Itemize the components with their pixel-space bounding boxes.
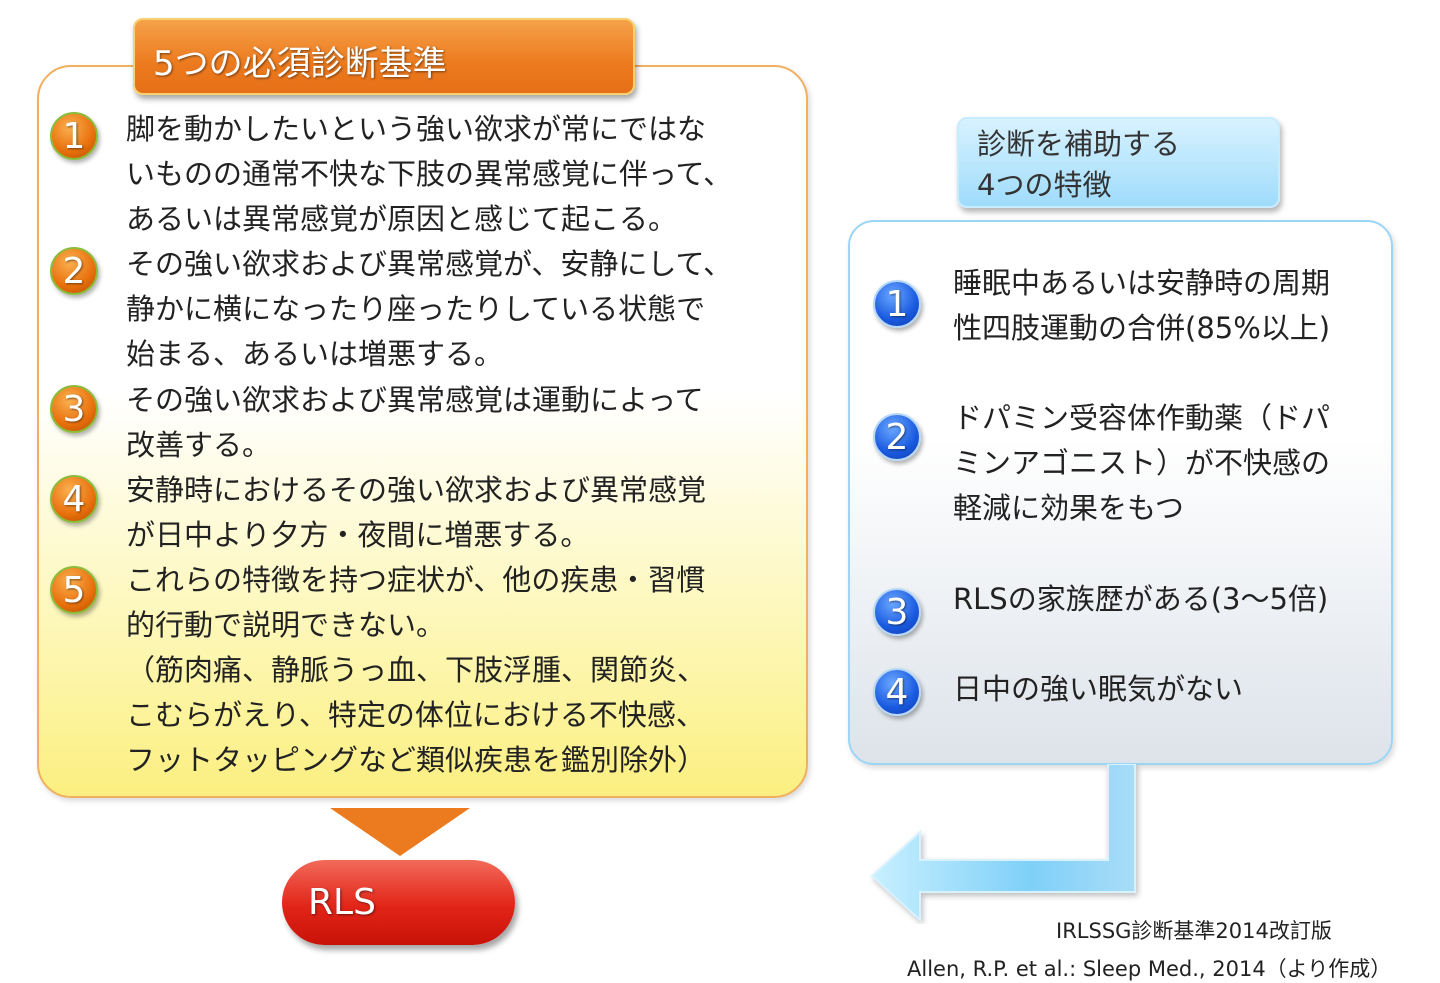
criterion-line: 安静時におけるその強い欲求および異常感覚 xyxy=(126,473,707,507)
number-badge-4: 4 xyxy=(873,668,921,716)
number-badge-1: 1 xyxy=(873,280,921,328)
number-badge-3: 3 xyxy=(50,385,98,433)
feature-line: RLSの家族歴がある(3〜5倍) xyxy=(953,582,1329,616)
criterion-5: これらの特徴を持つ症状が、他の疾患・習慣 的行動で説明できない。 （筋肉痛、静脈… xyxy=(126,558,706,783)
criterion-line: その強い欲求および異常感覚が、安静にして、 xyxy=(126,247,733,281)
criterion-line: 脚を動かしたいという強い欲求が常にではな xyxy=(126,112,707,146)
down-arrow-icon xyxy=(330,808,470,856)
number-badge-2: 2 xyxy=(50,247,98,295)
feature-3: RLSの家族歴がある(3〜5倍) xyxy=(953,577,1328,622)
criterion-line: こむらがえり、特定の体位における不快感、 xyxy=(126,698,705,732)
supportive-features-panel xyxy=(848,220,1393,765)
criterion-line: が日中より夕方・夜間に増悪する。 xyxy=(126,518,590,552)
feature-line: 性四肢運動の合併(85%以上) xyxy=(953,311,1331,345)
criterion-2: その強い欲求および異常感覚が、安静にして、 静かに横になったり座ったりしている状… xyxy=(126,242,732,377)
number-badge-4: 4 xyxy=(50,475,98,523)
feature-2: ドパミン受容体作動薬（ドパ ミンアゴニスト）が不快感の 軽減に効果をもつ xyxy=(953,396,1330,531)
criterion-line: あるいは異常感覚が原因と感じて起こる。 xyxy=(126,202,678,236)
bent-arrow-icon xyxy=(870,764,1136,923)
feature-4: 日中の強い眠気がない xyxy=(953,667,1243,712)
supportive-features-title: 診断を補助する 4つの特徴 xyxy=(957,117,1280,208)
feature-line: 日中の強い眠気がない xyxy=(953,672,1244,706)
feature-1: 睡眠中あるいは安静時の周期 性四肢運動の合併(85%以上) xyxy=(953,261,1330,351)
criterion-1: 脚を動かしたいという強い欲求が常にではな いものの通常不快な下肢の異常感覚に伴っ… xyxy=(126,107,732,242)
number-badge-5: 5 xyxy=(50,566,98,614)
feature-line: 軽減に効果をもつ xyxy=(953,491,1184,525)
criterion-line: フットタッピングなど類似疾患を鑑別除外） xyxy=(126,743,707,777)
essential-criteria-title: 5つの必須診断基準 xyxy=(133,18,635,95)
criterion-line: 的行動で説明できない。 xyxy=(126,608,446,642)
citation-reference: Allen, R.P. et al.: Sleep Med., 2014（より作… xyxy=(907,957,1392,981)
number-badge-3: 3 xyxy=(873,588,921,636)
criterion-line: 始まる、あるいは増悪する。 xyxy=(126,337,504,371)
number-badge-1: 1 xyxy=(50,112,98,160)
criterion-4: 安静時におけるその強い欲求および異常感覚 が日中より夕方・夜間に増悪する。 xyxy=(126,468,706,558)
feature-line: ミンアゴニスト）が不快感の xyxy=(953,446,1331,480)
essential-criteria-panel xyxy=(37,65,808,798)
title-line: 4つの特徴 xyxy=(977,168,1112,202)
criterion-line: いものの通常不快な下肢の異常感覚に伴って、 xyxy=(126,157,733,191)
criterion-line: 改善する。 xyxy=(126,428,272,462)
rls-result: RLS xyxy=(282,860,515,945)
criterion-line: その強い欲求および異常感覚は運動によって xyxy=(126,383,704,417)
number-badge-2: 2 xyxy=(873,413,921,461)
feature-line: 睡眠中あるいは安静時の周期 xyxy=(953,266,1331,300)
criterion-line: これらの特徴を持つ症状が、他の疾患・習慣 xyxy=(126,563,706,597)
criterion-3: その強い欲求および異常感覚は運動によって 改善する。 xyxy=(126,378,704,468)
citation-guideline: IRLSSG診断基準2014改訂版 xyxy=(1056,919,1332,943)
criterion-line: （筋肉痛、静脈うっ血、下肢浮腫、関節炎、 xyxy=(126,653,707,687)
feature-line: ドパミン受容体作動薬（ドパ xyxy=(953,401,1331,435)
title-line: 診断を補助する xyxy=(977,127,1181,161)
criterion-line: 静かに横になったり座ったりしている状態で xyxy=(126,292,706,326)
